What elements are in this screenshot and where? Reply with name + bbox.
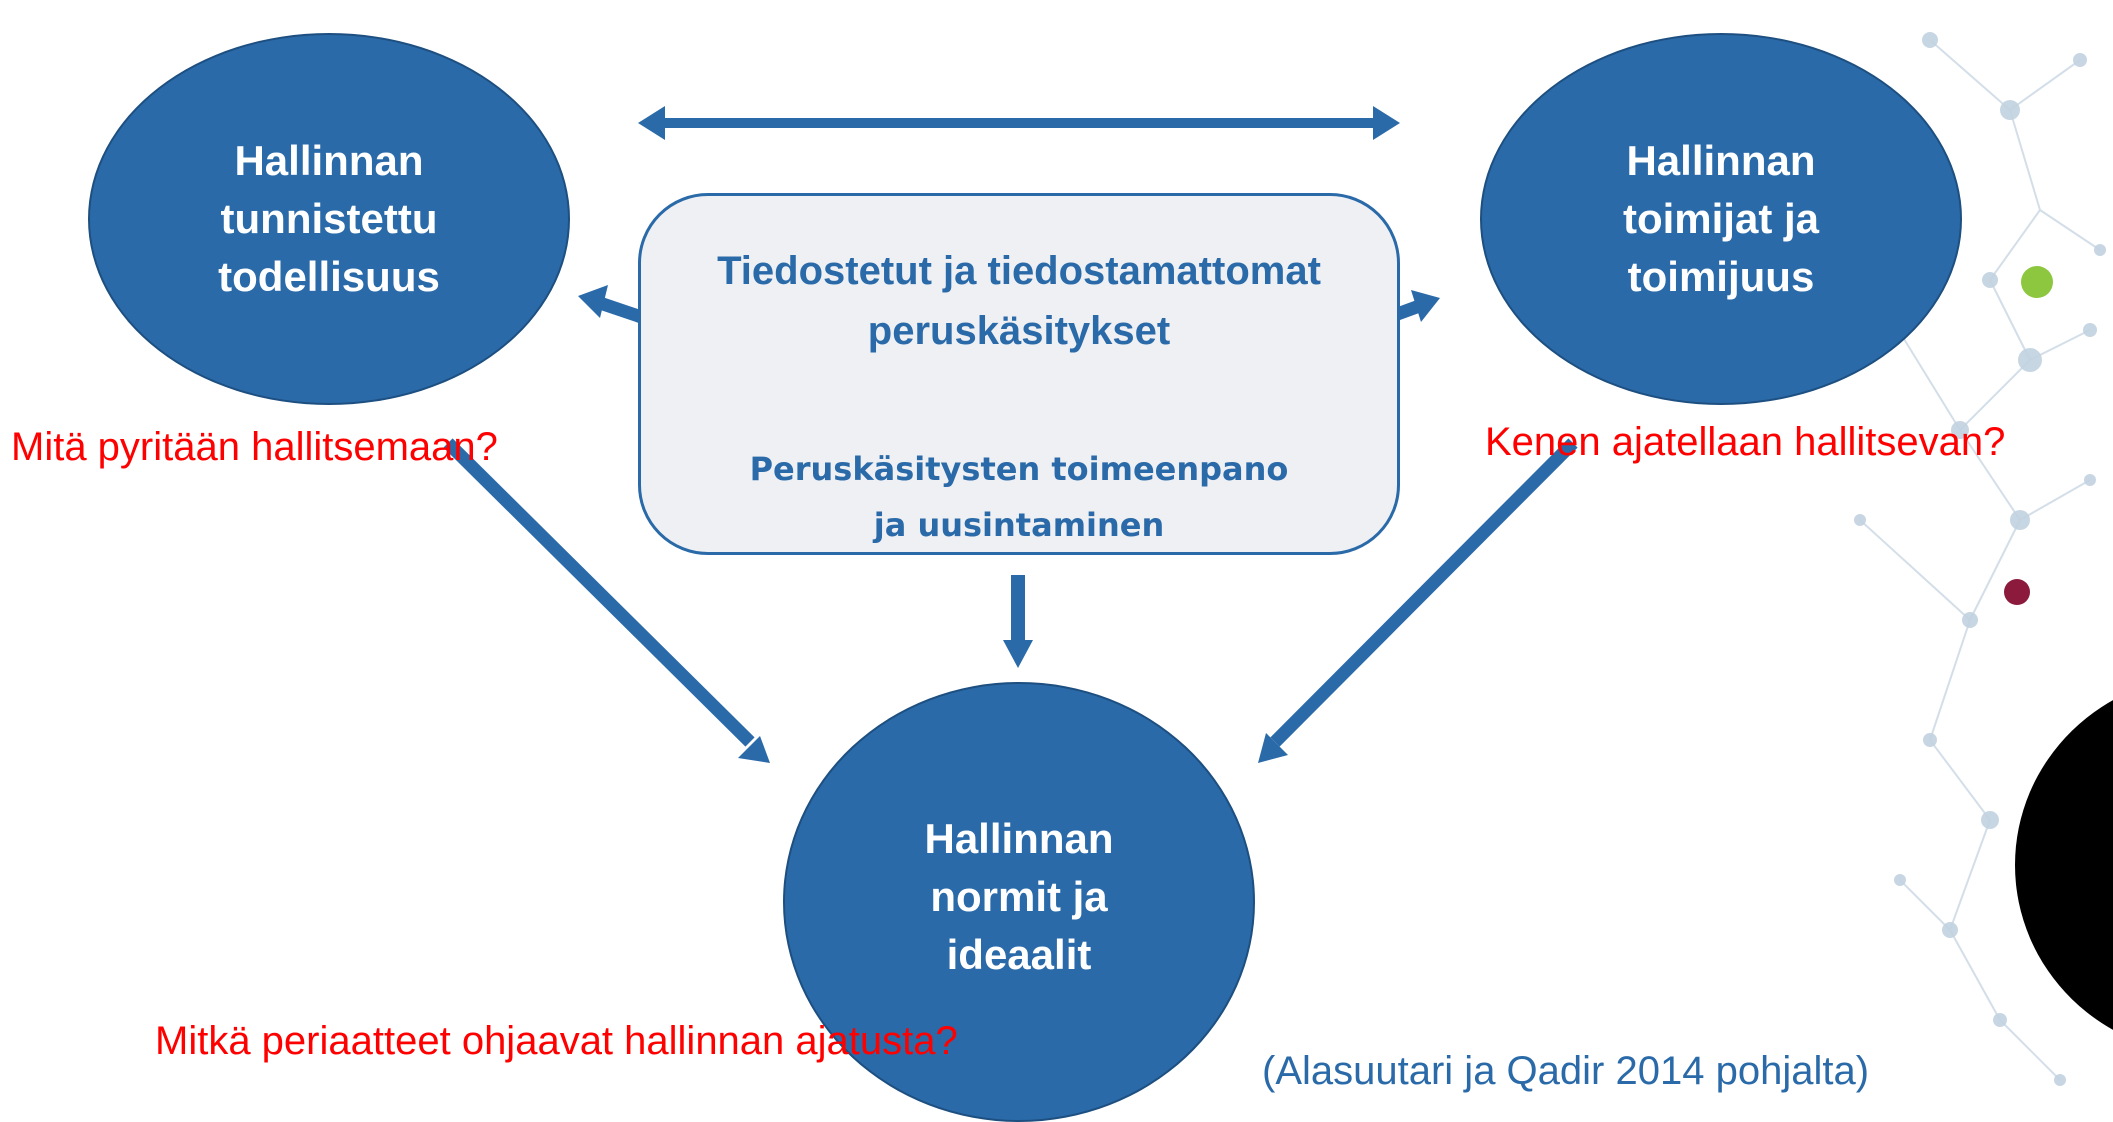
- node-reality: Hallinnan tunnistettu todellisuus: [88, 33, 570, 405]
- question-principles: Mitkä periaatteet ohjaavat hallinnan aja…: [155, 1019, 958, 1063]
- maroon-dot: [2004, 579, 2030, 605]
- node-reality-label: Hallinnan tunnistettu todellisuus: [218, 137, 440, 300]
- node-actors: Hallinnan toimijat ja toimijuus: [1480, 33, 1962, 405]
- source-credit: (Alasuutari ja Qadir 2014 pohjalta): [1262, 1049, 1870, 1093]
- question-what: Mitä pyritään hallitsemaan?: [11, 425, 498, 469]
- green-dot: [2021, 266, 2053, 298]
- arrow-down-to-norms: [1003, 575, 1033, 668]
- node-norms: Hallinnan normit ja ideaalit: [783, 682, 1255, 1122]
- double-arrow-horizontal-top: [638, 106, 1400, 140]
- black-disc: [2015, 700, 2113, 1030]
- implementation-label: Peruskäsitysten toimeenpano ja uusintami…: [749, 450, 1289, 544]
- assumptions-box: Tiedostetut ja tiedostamattomat peruskäs…: [638, 193, 1400, 555]
- assumptions-label: Tiedostetut ja tiedostamattomat peruskäs…: [717, 249, 1321, 353]
- arrow-reality-to-norms: [443, 438, 755, 747]
- arrow-actors-to-norms: [1270, 438, 1578, 747]
- node-norms-label: Hallinnan normit ja ideaalit: [924, 815, 1114, 978]
- question-who: Kenen ajatellaan hallitsevan?: [1485, 420, 2006, 464]
- node-actors-label: Hallinnan toimijat ja toimijuus: [1622, 137, 1820, 300]
